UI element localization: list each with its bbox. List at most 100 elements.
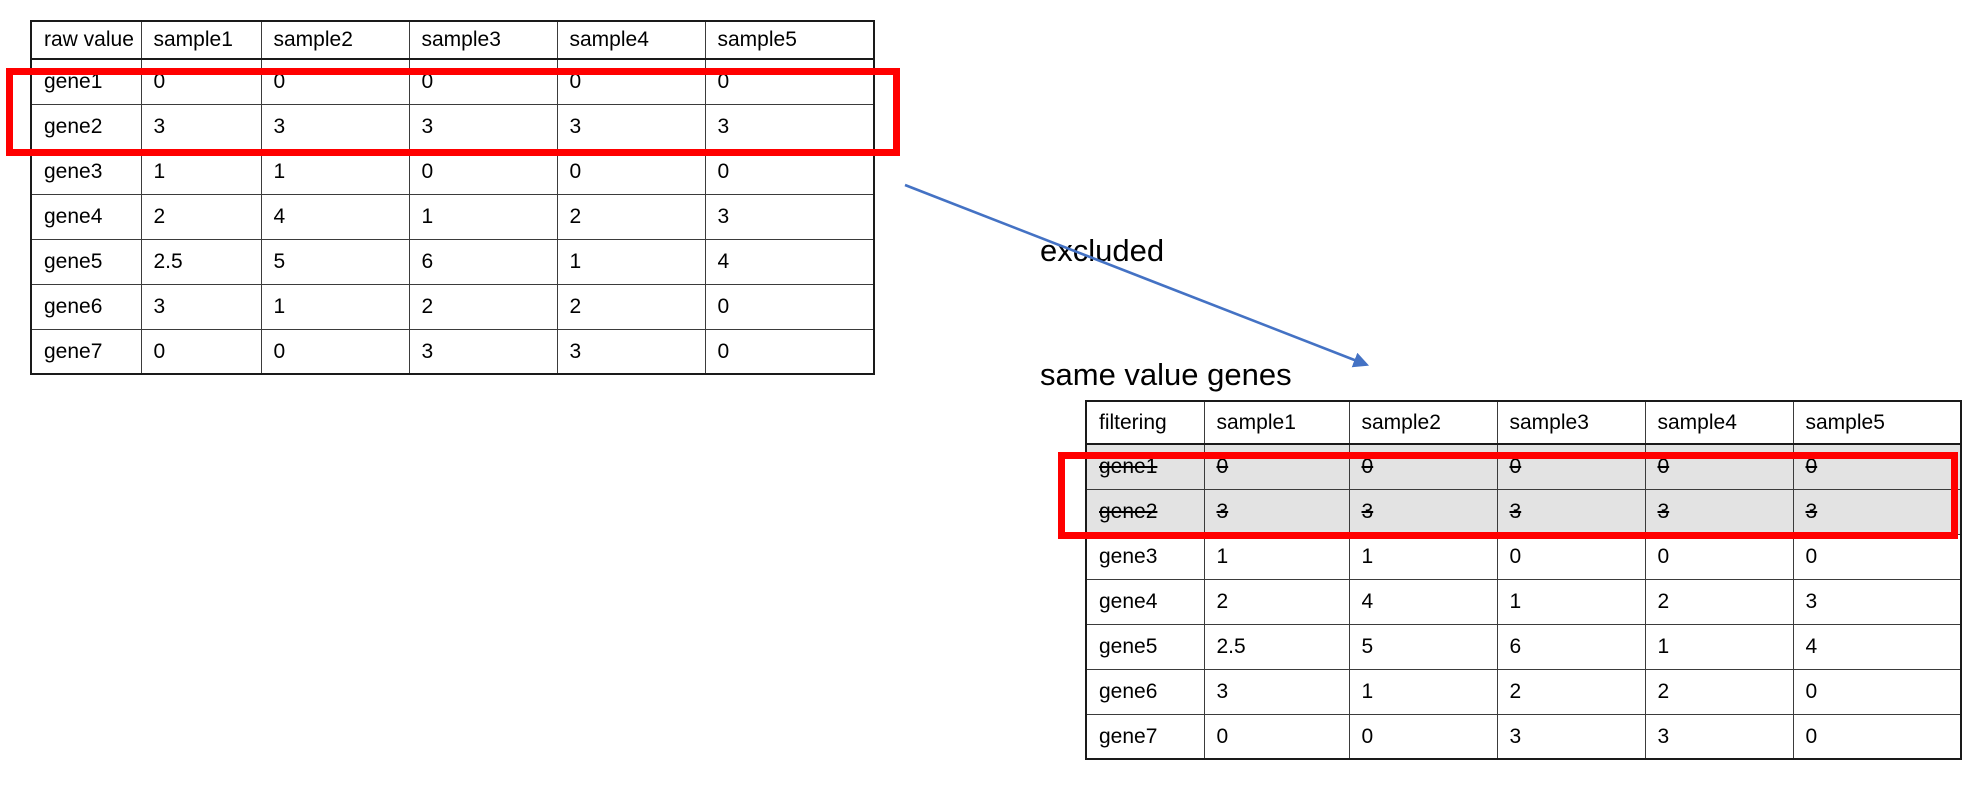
cell-gene4-sample1: 2 — [140, 193, 262, 240]
cell-gene7-sample4: 3 — [556, 328, 706, 375]
cell-gene6-sample5: 0 — [1792, 668, 1962, 715]
cell-gene2-sample1: 3 — [1203, 488, 1350, 535]
cell-gene3-sample5: 0 — [1792, 533, 1962, 580]
filtering-table-corner-label: filtering — [1085, 400, 1205, 445]
raw-column-header-sample1: sample1 — [140, 20, 262, 60]
filtering-row-label-gene6: gene6 — [1085, 668, 1205, 715]
raw-table-corner-label: raw value — [30, 20, 142, 60]
annotation-line-2: same value genes — [1040, 357, 1292, 393]
cell-gene4-sample2: 4 — [1348, 578, 1498, 625]
filtering-row-label-gene2: gene2 — [1085, 488, 1205, 535]
cell-gene1-sample2: 0 — [1348, 443, 1498, 490]
cell-gene3-sample2: 1 — [1348, 533, 1498, 580]
cell-gene3-sample1: 1 — [1203, 533, 1350, 580]
cell-gene2-sample4: 3 — [1644, 488, 1794, 535]
cell-gene4-sample3: 1 — [1496, 578, 1646, 625]
cell-gene1-sample5: 0 — [704, 58, 875, 105]
cell-gene7-sample4: 3 — [1644, 713, 1794, 760]
raw-row-label-gene5: gene5 — [30, 238, 142, 285]
cell-gene3-sample3: 0 — [1496, 533, 1646, 580]
cell-gene2-sample3: 3 — [1496, 488, 1646, 535]
filtering-row-label-gene1: gene1 — [1085, 443, 1205, 490]
cell-gene3-sample4: 0 — [556, 148, 706, 195]
cell-gene5-sample4: 1 — [1644, 623, 1794, 670]
filtering-column-header-sample1: sample1 — [1203, 400, 1350, 445]
filtering-row-label-gene5: gene5 — [1085, 623, 1205, 670]
cell-gene2-sample1: 3 — [140, 103, 262, 150]
cell-gene6-sample4: 2 — [1644, 668, 1794, 715]
filtering-column-header-sample5: sample5 — [1792, 400, 1962, 445]
filtering-column-header-sample4: sample4 — [1644, 400, 1794, 445]
filtering-row-label-gene7: gene7 — [1085, 713, 1205, 760]
cell-gene2-sample2: 3 — [260, 103, 410, 150]
raw-row-label-gene2: gene2 — [30, 103, 142, 150]
cell-gene1-sample4: 0 — [556, 58, 706, 105]
cell-gene1-sample1: 0 — [140, 58, 262, 105]
cell-gene5-sample1: 2.5 — [140, 238, 262, 285]
cell-gene5-sample2: 5 — [1348, 623, 1498, 670]
cell-gene7-sample1: 0 — [140, 328, 262, 375]
cell-gene1-sample3: 0 — [1496, 443, 1646, 490]
cell-gene3-sample3: 0 — [408, 148, 558, 195]
cell-gene6-sample5: 0 — [704, 283, 875, 330]
raw-row-label-gene1: gene1 — [30, 58, 142, 105]
cell-gene7-sample2: 0 — [1348, 713, 1498, 760]
cell-gene7-sample5: 0 — [704, 328, 875, 375]
cell-gene5-sample3: 6 — [408, 238, 558, 285]
cell-gene6-sample1: 3 — [1203, 668, 1350, 715]
cell-gene5-sample1: 2.5 — [1203, 623, 1350, 670]
cell-gene2-sample5: 3 — [1792, 488, 1962, 535]
filtering-row-label-gene4: gene4 — [1085, 578, 1205, 625]
cell-gene1-sample4: 0 — [1644, 443, 1794, 490]
raw-column-header-sample3: sample3 — [408, 20, 558, 60]
cell-gene6-sample3: 2 — [1496, 668, 1646, 715]
filtering-column-header-sample2: sample2 — [1348, 400, 1498, 445]
cell-gene7-sample2: 0 — [260, 328, 410, 375]
raw-row-label-gene3: gene3 — [30, 148, 142, 195]
cell-gene3-sample2: 1 — [260, 148, 410, 195]
cell-gene4-sample5: 3 — [1792, 578, 1962, 625]
filtering-column-header-sample3: sample3 — [1496, 400, 1646, 445]
cell-gene1-sample3: 0 — [408, 58, 558, 105]
cell-gene5-sample2: 5 — [260, 238, 410, 285]
cell-gene1-sample1: 0 — [1203, 443, 1350, 490]
cell-gene4-sample1: 2 — [1203, 578, 1350, 625]
cell-gene7-sample3: 3 — [408, 328, 558, 375]
cell-gene2-sample3: 3 — [408, 103, 558, 150]
raw-row-label-gene6: gene6 — [30, 283, 142, 330]
cell-gene7-sample1: 0 — [1203, 713, 1350, 760]
cell-gene6-sample2: 1 — [1348, 668, 1498, 715]
flow-arrow-icon — [904, 183, 1370, 368]
raw-row-label-gene7: gene7 — [30, 328, 142, 375]
cell-gene4-sample3: 1 — [408, 193, 558, 240]
cell-gene7-sample3: 3 — [1496, 713, 1646, 760]
cell-gene4-sample2: 4 — [260, 193, 410, 240]
raw-column-header-sample4: sample4 — [556, 20, 706, 60]
cell-gene1-sample5: 0 — [1792, 443, 1962, 490]
cell-gene6-sample2: 1 — [260, 283, 410, 330]
cell-gene2-sample4: 3 — [556, 103, 706, 150]
cell-gene3-sample1: 1 — [140, 148, 262, 195]
cell-gene5-sample5: 4 — [1792, 623, 1962, 670]
cell-gene6-sample4: 2 — [556, 283, 706, 330]
raw-column-header-sample2: sample2 — [260, 20, 410, 60]
cell-gene1-sample2: 0 — [260, 58, 410, 105]
cell-gene5-sample4: 1 — [556, 238, 706, 285]
